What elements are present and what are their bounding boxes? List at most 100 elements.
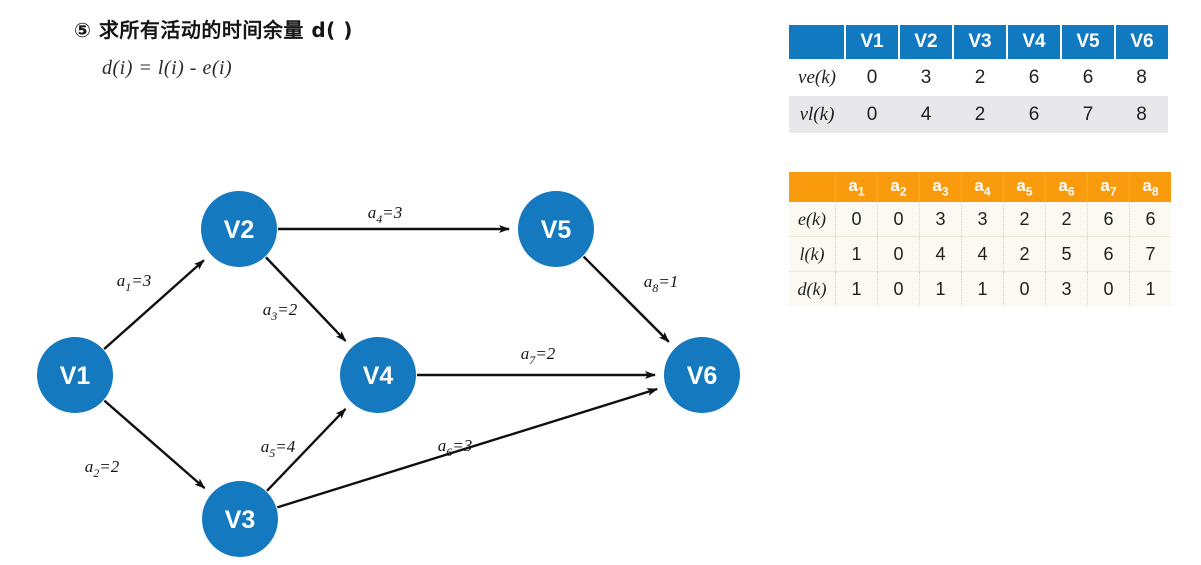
graph-node-v2[interactable]: V2 — [201, 191, 277, 267]
graph-node-v3[interactable]: V3 — [202, 481, 278, 557]
cell-dk-a5: 0 — [1003, 271, 1046, 306]
node-circle — [664, 337, 740, 413]
cell-dk-a6: 3 — [1045, 271, 1088, 306]
edge-a3 — [265, 256, 347, 342]
cell-lk-a4: 4 — [961, 236, 1004, 272]
cell-lk-a8: 7 — [1129, 236, 1171, 272]
cell-ek-a2: 0 — [877, 202, 920, 237]
cell-lk-a5: 2 — [1003, 236, 1046, 272]
cell-vek-V1: 0 — [845, 59, 899, 96]
graph-node-v5[interactable]: V5 — [518, 191, 594, 267]
row-header: d(k) — [789, 271, 836, 306]
cell-dk-a1: 1 — [835, 271, 878, 306]
edge-label-a7: a7=2 — [521, 344, 556, 367]
cell-vlk-V3: 2 — [953, 96, 1007, 133]
column-header-v2: V2 — [899, 25, 954, 59]
edge-a6 — [276, 387, 659, 509]
cell-dk-a3: 1 — [919, 271, 962, 306]
cell-lk-a2: 0 — [877, 236, 920, 272]
column-header-v3: V3 — [953, 25, 1008, 59]
edge-label-a6: a6=3 — [438, 436, 472, 459]
column-header-a1: a1 — [835, 172, 878, 202]
cell-ek-a7: 6 — [1087, 202, 1130, 237]
cell-dk-a7: 0 — [1087, 271, 1130, 306]
edge-a8 — [582, 255, 670, 343]
heading-block: ⑤ 求所有活动的时间余量 d( ) d(i) = l(i) - e(i) — [74, 14, 504, 80]
column-header-a2: a2 — [877, 172, 920, 202]
formula-text: d(i) = l(i) - e(i) — [102, 57, 233, 79]
node-label: V5 — [541, 216, 572, 244]
column-header-a6: a6 — [1045, 172, 1088, 202]
edge-label-a4: a4=3 — [368, 203, 402, 226]
table-corner-cell — [789, 25, 846, 59]
cell-ek-a8: 6 — [1129, 202, 1171, 237]
node-circle — [201, 191, 277, 267]
column-header-v1: V1 — [845, 25, 900, 59]
cell-dk-a4: 1 — [961, 271, 1004, 306]
column-header-v6: V6 — [1115, 25, 1168, 59]
cell-vek-V6: 8 — [1115, 59, 1168, 96]
edge-label-a3: a3=2 — [263, 300, 298, 323]
table-corner-cell — [789, 172, 836, 202]
column-header-v4: V4 — [1007, 25, 1062, 59]
cell-lk-a3: 4 — [919, 236, 962, 272]
column-header-a8: a8 — [1129, 172, 1171, 202]
node-circle — [202, 481, 278, 557]
edge-label-a1: a1=3 — [117, 271, 151, 294]
graph-node-v6[interactable]: V6 — [664, 337, 740, 413]
node-label: V2 — [224, 216, 255, 244]
column-header-a5: a5 — [1003, 172, 1046, 202]
row-header: e(k) — [789, 202, 836, 237]
edge-a5 — [266, 408, 347, 492]
cell-ek-a3: 3 — [919, 202, 962, 237]
column-header-a4: a4 — [961, 172, 1004, 202]
page-title: ⑤ 求所有活动的时间余量 d( ) — [74, 18, 353, 42]
edge-a2 — [103, 399, 206, 489]
cell-ek-a4: 3 — [961, 202, 1004, 237]
cell-ek-a5: 2 — [1003, 202, 1046, 237]
graph-node-v4[interactable]: V4 — [340, 337, 416, 413]
node-circle — [518, 191, 594, 267]
cell-vlk-V6: 8 — [1115, 96, 1168, 133]
row-header: l(k) — [789, 236, 836, 272]
cell-vek-V4: 6 — [1007, 59, 1061, 96]
cell-ek-a1: 0 — [835, 202, 878, 237]
edges-layer — [103, 225, 670, 509]
edge-label-a8: a8=1 — [644, 272, 678, 295]
row-header: ve(k) — [789, 59, 845, 96]
column-header-a7: a7 — [1087, 172, 1130, 202]
cell-lk-a7: 6 — [1087, 236, 1130, 272]
node-label: V4 — [363, 362, 394, 390]
node-label: V6 — [687, 362, 718, 390]
cell-lk-a6: 5 — [1045, 236, 1088, 272]
graph-node-v1[interactable]: V1 — [37, 337, 113, 413]
edge-a1 — [103, 259, 205, 350]
cell-vlk-V4: 6 — [1007, 96, 1061, 133]
cell-vlk-V2: 4 — [899, 96, 953, 133]
cell-vlk-V5: 7 — [1061, 96, 1115, 133]
cell-ek-a6: 2 — [1045, 202, 1088, 237]
cell-dk-a2: 0 — [877, 271, 920, 306]
cell-dk-a8: 1 — [1129, 271, 1171, 306]
node-label: V3 — [225, 506, 256, 534]
node-circle — [340, 337, 416, 413]
node-circle — [37, 337, 113, 413]
cell-vek-V2: 3 — [899, 59, 953, 96]
edge-label-a5: a5=4 — [261, 437, 296, 460]
